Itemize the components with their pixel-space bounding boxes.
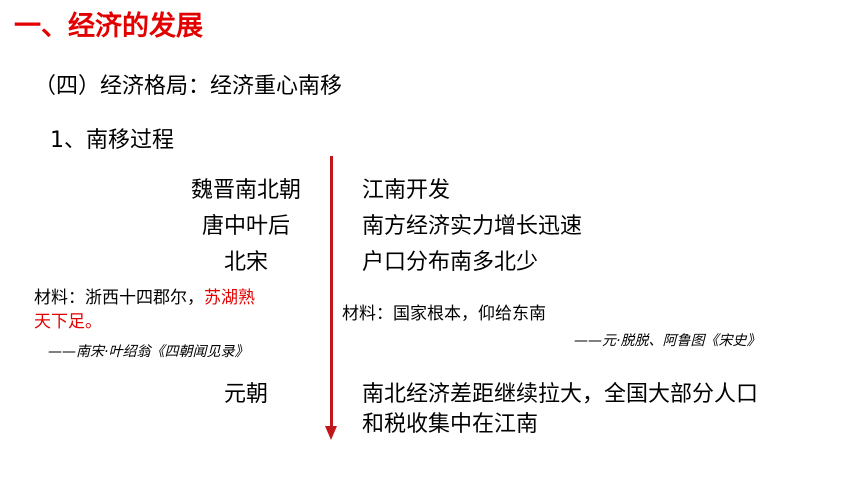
timeline-arrow-head (325, 426, 337, 440)
material-left-highlight-2: 天下足。 (34, 312, 102, 332)
era-tang: 唐中叶后 (201, 214, 290, 239)
material-right-source: ——元·脱脱、阿鲁图《宋史》 (574, 333, 761, 349)
event-population: 户口分布南多北少 (362, 250, 539, 275)
material-left-line1: 材料：浙西十四郡尔，苏湖熟 (34, 286, 255, 310)
section-subtitle: （四）经济格局：经济重心南移 (34, 74, 343, 99)
timeline-arrow-shaft (330, 156, 333, 428)
event-south-growth: 南方经济实力增长迅速 (362, 214, 583, 239)
material-left-source: ——南宋·叶绍翁《四朝闻见录》 (48, 344, 249, 360)
material-left-highlight-1: 苏湖熟 (204, 288, 255, 308)
era-yuan: 元朝 (223, 382, 268, 407)
slide-title: 一、经济的发展 (14, 11, 203, 42)
step-heading: 1、南移过程 (50, 128, 174, 153)
event-yuan-line2: 和税收集中在江南 (362, 412, 539, 437)
era-wei-jin: 魏晋南北朝 (190, 178, 301, 203)
event-yuan-line1: 南北经济差距继续拉大，全国大部分人口 (362, 382, 759, 407)
material-right-text: 材料：国家根本，仰给东南 (342, 304, 546, 324)
event-jiangnan-development: 江南开发 (362, 178, 451, 203)
era-song: 北宋 (223, 250, 268, 275)
material-left-prefix: 材料：浙西十四郡尔， (34, 288, 204, 308)
